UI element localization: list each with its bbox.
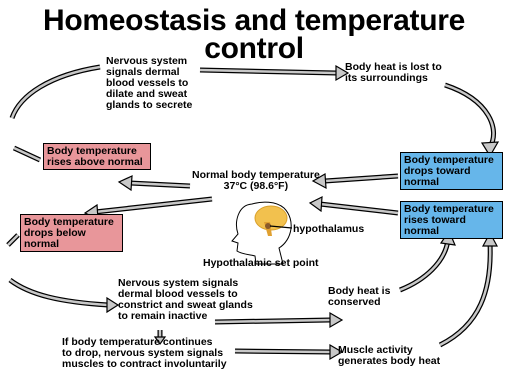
arrowhead-conserved [330,313,342,327]
set-point-label: Hypothalamic set point [203,258,319,269]
nervous-dilate-text: Nervous system signals dermal blood vess… [106,56,192,111]
arrow-bottom-left-arc [10,280,108,305]
hypothalamus-label: hypothalamus [293,224,364,235]
continues-drop-text: If body temperature continues to drop, n… [62,337,227,370]
arrow-conserved-to-risestoward [400,240,448,290]
arrow-top-left-arc [12,67,100,118]
muscle-activity-text: Muscle activity generates body heat [338,345,440,367]
box-rises-toward-normal: Body temperature rises toward normal [400,201,503,239]
normal-temp-text: Normal body temperature 37°C (98.6°F) [192,170,320,192]
box-drops-below-normal: Body temperature drops below normal [20,214,123,252]
arrowhead-normal-lower [310,197,322,211]
nervous-constrict-text: Nervous system signals dermal blood vess… [118,278,253,322]
arrow-muscle-to-risestoward [440,243,490,345]
box-drops-toward-normal: Body temperature drops toward normal [400,152,503,190]
head-hypothalamus-illustration [232,202,292,264]
arrow-heatlost-to-dropstoward [445,85,494,147]
arrowhead-constrict [107,298,118,312]
box-rises-above-normal: Body temperature rises above normal [43,143,151,170]
heat-lost-text: Body heat is lost to its surroundings [345,62,442,84]
title-line-2: control [0,34,508,64]
arrowhead-risesabove [119,176,132,190]
heat-conserved-text: Body heat is conserved [328,286,390,308]
